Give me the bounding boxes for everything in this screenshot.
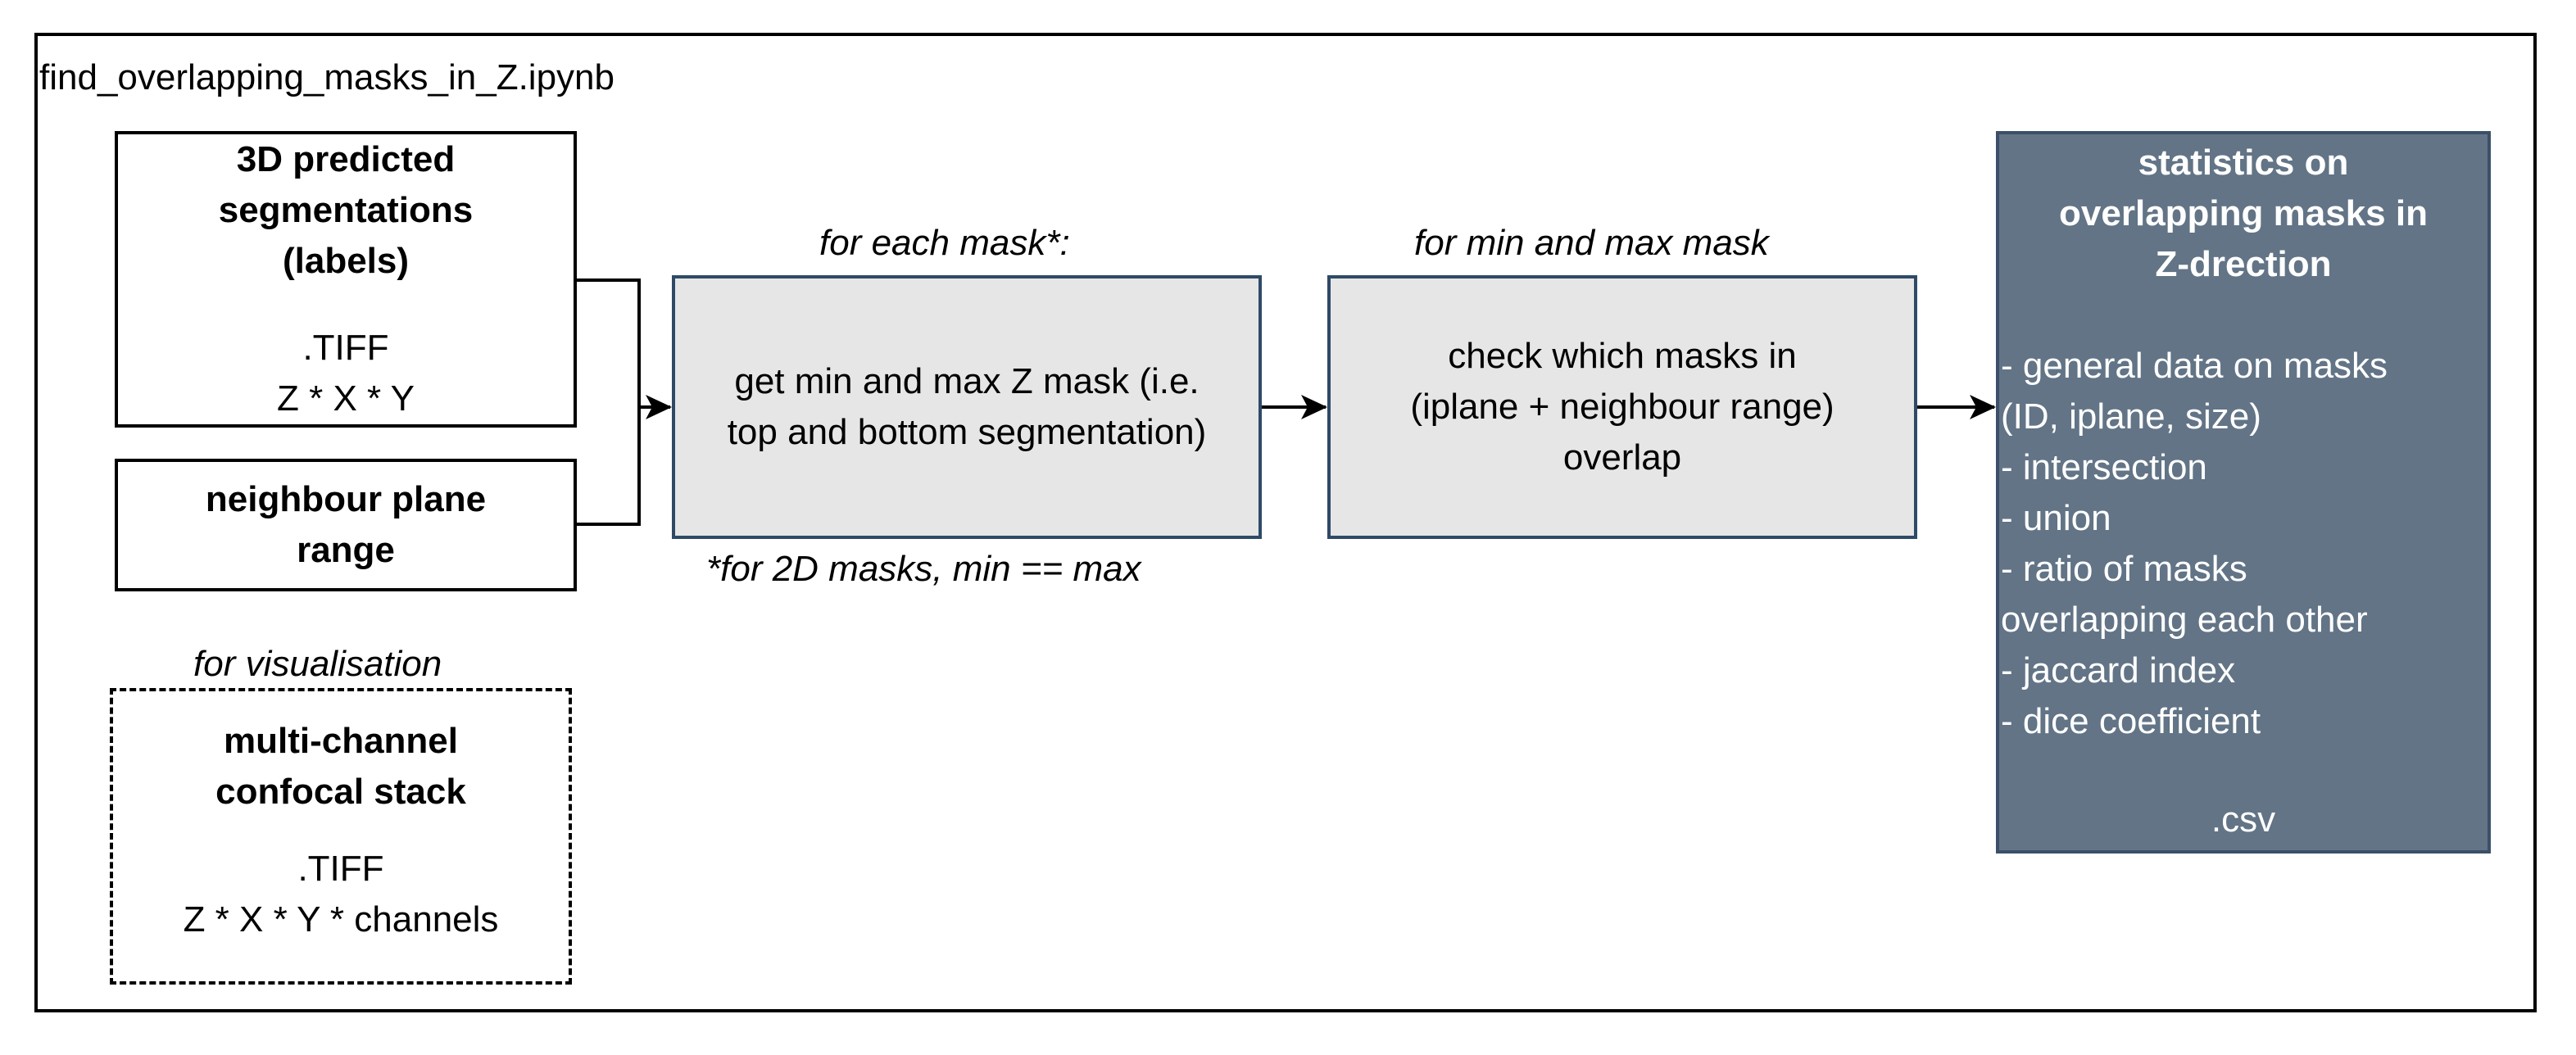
step1-footnote: *for 2D masks, min == max bbox=[706, 549, 1141, 589]
labels-title-line-1: 3D predicted bbox=[236, 139, 456, 179]
frame-title: find_overlapping_masks_in_Z.ipynb bbox=[39, 57, 615, 97]
output-items-list: - general data on masks (ID, iplane, siz… bbox=[1999, 341, 2488, 747]
labels-dims: Z * X * Y bbox=[277, 378, 415, 419]
output-item: - ratio of masks bbox=[2001, 549, 2247, 589]
output-item: (ID, iplane, size) bbox=[2001, 396, 2261, 437]
labels-title-line-3: (labels) bbox=[282, 241, 410, 281]
neighbour-title-line-1: neighbour plane bbox=[205, 479, 487, 519]
step2-box: check which masks in (iplane + neighbour… bbox=[1327, 275, 1917, 539]
output-item: - general data on masks bbox=[2001, 346, 2388, 386]
step2-arrowhead bbox=[1301, 395, 1327, 419]
output-item: - intersection bbox=[2001, 447, 2207, 487]
neighbour-title-line-2: range bbox=[297, 530, 395, 570]
output-statistics-box: statistics on overlapping masks in Z-dre… bbox=[1996, 131, 2491, 854]
step1-text-line-1: get min and max Z mask (i.e. bbox=[734, 361, 1200, 401]
stack-caption: for visualisation bbox=[193, 644, 442, 684]
stack-format: .TIFF bbox=[297, 849, 384, 889]
output-format: .csv bbox=[2211, 799, 2276, 840]
stack-title-line-2: confocal stack bbox=[215, 772, 466, 812]
output-title-line-2: overlapping masks in bbox=[2059, 193, 2428, 233]
output-item: - dice coefficient bbox=[2001, 701, 2261, 741]
labels-connector bbox=[577, 278, 641, 526]
merge-arrowhead bbox=[646, 395, 672, 419]
stack-title-line-1: multi-channel bbox=[223, 721, 459, 761]
step2-text-line-2: (iplane + neighbour range) bbox=[1410, 387, 1834, 427]
neighbour-range-input-box: neighbour plane range bbox=[115, 459, 577, 591]
step2-text-line-3: overlap bbox=[1562, 437, 1682, 478]
labels-title-line-2: segmentations bbox=[218, 190, 474, 230]
step2-text-line-1: check which masks in bbox=[1448, 336, 1797, 376]
output-arrowhead bbox=[1970, 395, 1996, 419]
stack-dims: Z * X * Y * channels bbox=[183, 899, 499, 940]
step1-text-line-2: top and bottom segmentation) bbox=[727, 412, 1207, 452]
output-item: - union bbox=[2001, 498, 2111, 538]
notebook-frame bbox=[34, 33, 2537, 1012]
step1-box: get min and max Z mask (i.e. top and bot… bbox=[672, 275, 1262, 539]
labels-format: .TIFF bbox=[302, 328, 389, 368]
output-title-line-3: Z-drection bbox=[2155, 244, 2332, 284]
labels-input-box: 3D predicted segmentations (labels) .TIF… bbox=[115, 131, 577, 428]
step2-caption: for min and max mask bbox=[1414, 223, 1769, 263]
step1-caption: for each mask*: bbox=[819, 223, 1070, 263]
confocal-stack-box: multi-channel confocal stack .TIFF Z * X… bbox=[110, 688, 572, 985]
output-item: - jaccard index bbox=[2001, 650, 2236, 691]
output-title-line-1: statistics on bbox=[2138, 143, 2349, 183]
output-item: overlapping each other bbox=[2001, 600, 2368, 640]
